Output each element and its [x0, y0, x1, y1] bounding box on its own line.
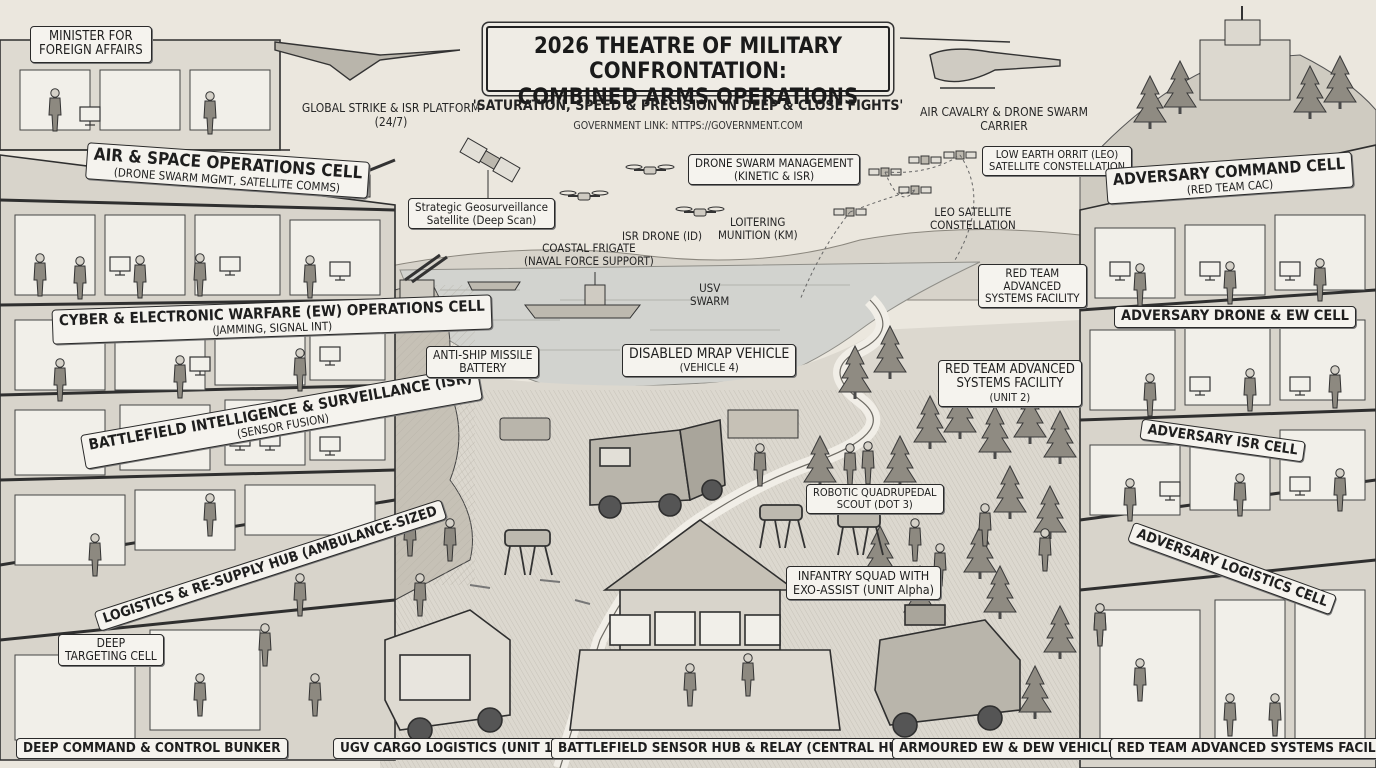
label-red-team-unit2-line1: RED TEAM ADVANCED: [945, 362, 1075, 377]
label-deep-targeting-line2: TARGETING CELL: [65, 649, 157, 664]
title-line-2: COMBINED ARMS OPERATIONS: [517, 84, 859, 110]
label-leo-orbit-line1: LOW EARTH ORRIT (LEO): [995, 148, 1119, 161]
label-disabled-mrap: DISABLED MRAP VEHICLE (VEHICLE 4): [622, 344, 797, 378]
label-red-team-top-line3: SYSTEMS FACILITY: [985, 291, 1080, 306]
label-deep-command-bunker: DEEP COMMAND & CONTROL BUNKER: [16, 738, 288, 759]
subtitle: 'SATURATION, SPEED & PRECISION IN DEEP &…: [472, 98, 904, 114]
label-ugv-text: UGV CARGO LOGISTICS (UNIT 1): [340, 740, 558, 756]
label-adversary-drone-ew: ADVERSARY DRONE & EW CELL: [1114, 306, 1356, 328]
label-loitering-line1: LOITERING: [730, 215, 786, 229]
label-minister: MINISTER FOR FOREIGN AFFAIRS: [30, 26, 152, 63]
label-global-strike-line1: GLOBAL STRIKE & ISR PLATFORM: [301, 101, 481, 115]
label-armoured-ew: ARMOURED EW & DEW VEHICLE: [892, 738, 1124, 759]
label-isr-drone: ISR DRONE (ID): [622, 229, 703, 243]
label-drone-swarm-line1: DRONE SWARM MANAGEMENT: [695, 156, 854, 170]
label-deep-targeting-line1: DEEP: [96, 636, 126, 650]
label-leo-const-line2: CONSTELLATION: [930, 218, 1016, 233]
label-coastal-frigate: COASTAL FRIGATE (NAVAL FORCE SUPPORT): [524, 241, 654, 269]
label-air-cavalry: AIR CAVALRY & DRONE SWARM CARRIER: [906, 105, 1102, 134]
label-anti-ship-battery: ANTI-SHIP MISSILE BATTERY: [426, 346, 540, 379]
label-quadruped-line1: ROBOTIC QUADRUPEDAL: [813, 486, 937, 499]
label-red-team-facility-text: RED TEAM ADVANCED SYSTEMS FACILITY: [1117, 740, 1376, 756]
label-leo-constellation: LEO SATELLITE CONSTELLATION: [930, 205, 1016, 233]
label-red-team-top-line2: ADVANCED: [1003, 278, 1062, 293]
label-sensor-hub-text: BATTLEFIELD SENSOR HUB & RELAY (CENTRAL …: [558, 740, 926, 756]
label-minister-line1: MINISTER FOR: [49, 29, 133, 44]
label-red-team-unit2: RED TEAM ADVANCED SYSTEMS FACILITY (UNIT…: [938, 360, 1082, 407]
label-adv-drone-ew-text: ADVERSARY DRONE & EW CELL: [1121, 308, 1349, 324]
government-link: GOVERNMENT LINK: NTTPS://GOVERNMENT.COM: [573, 120, 803, 132]
label-infantry-squad: INFANTRY SQUAD WITH EXO-ASSIST (UNIT Alp…: [786, 566, 942, 600]
label-minister-line2: FOREIGN AFFAIRS: [39, 43, 143, 59]
label-infantry-line1: INFANTRY SQUAD WITH: [797, 568, 930, 583]
label-usv-line2: SWARM: [690, 294, 730, 309]
label-global-strike: GLOBAL STRIKE & ISR PLATFORM (24/7): [296, 101, 486, 130]
label-air-cavalry-line1: AIR CAVALRY & DRONE SWARM: [920, 105, 1088, 119]
label-leo-orbit: LOW EARTH ORRIT (LEO) SATELLITE CONSTELL…: [982, 146, 1133, 177]
label-quadruped-line2: SCOUT (DOT 3): [836, 498, 913, 512]
label-armoured-ew-text: ARMOURED EW & DEW VEHICLE: [899, 740, 1117, 756]
label-usv-line1: USV: [699, 281, 721, 295]
label-red-team-top-line1: RED TEAM: [1005, 266, 1060, 280]
label-drone-swarm-mgmt: DRONE SWARM MANAGEMENT (KINETIC & ISR): [688, 154, 861, 186]
label-sensor-hub: BATTLEFIELD SENSOR HUB & RELAY (CENTRAL …: [551, 738, 933, 759]
label-red-team-unit2-line2: SYSTEMS FACILITY: [956, 376, 1064, 392]
label-usv-swarm: USV SWARM: [690, 281, 730, 309]
label-red-team-top: RED TEAM ADVANCED SYSTEMS FACILITY: [978, 264, 1087, 308]
label-ugv-cargo: UGV CARGO LOGISTICS (UNIT 1): [333, 738, 565, 759]
label-anti-ship-line1: ANTI-SHIP MISSILE: [433, 348, 533, 362]
label-geosurveillance-line1: Strategic Geosurveillance: [415, 200, 549, 214]
label-isr-drone-text: ISR DRONE (ID): [622, 229, 703, 243]
label-mrap-line1: DISABLED MRAP VEHICLE: [629, 346, 790, 362]
label-bunker-text: DEEP COMMAND & CONTROL BUNKER: [23, 740, 281, 756]
label-robotic-quadruped: ROBOTIC QUADRUPEDAL SCOUT (DOT 3): [806, 484, 944, 515]
label-leo-const-line1: LEO SATELLITE: [934, 205, 1012, 219]
label-geosurveillance-line2: Satellite (Deep Scan): [426, 212, 537, 227]
label-frigate-line2: (NAVAL FORCE SUPPORT): [524, 254, 654, 269]
label-air-cavalry-line2: CARRIER: [980, 118, 1028, 133]
label-drone-swarm-line2: (KINETIC & ISR): [733, 168, 815, 183]
title-line-1: 2026 THEATRE OF MILITARY CONFRONTATION:: [533, 34, 843, 85]
label-deep-targeting: DEEP TARGETING CELL: [58, 634, 164, 667]
label-red-team-facility: RED TEAM ADVANCED SYSTEMS FACILITY: [1110, 738, 1376, 759]
label-red-team-unit2-line3: (UNIT 2): [989, 390, 1031, 404]
label-mrap-line2: (VEHICLE 4): [679, 361, 739, 375]
label-loitering-munition: LOITERING MUNITION (KM): [718, 215, 798, 243]
label-frigate-line1: COASTAL FRIGATE: [542, 241, 636, 255]
label-geosurveillance: Strategic Geosurveillance Satellite (Dee…: [408, 198, 556, 230]
label-global-strike-line2: (24/7): [374, 114, 408, 129]
label-anti-ship-line2: BATTERY: [459, 361, 507, 376]
main-title: 2026 THEATRE OF MILITARY CONFRONTATION: …: [486, 26, 890, 110]
label-leo-orbit-line2: SATELLITE CONSTELLATION: [989, 160, 1126, 174]
label-infantry-line2: EXO-ASSIST (UNIT Alpha): [793, 581, 935, 597]
label-loitering-line2: MUNITION (KM): [718, 228, 798, 243]
